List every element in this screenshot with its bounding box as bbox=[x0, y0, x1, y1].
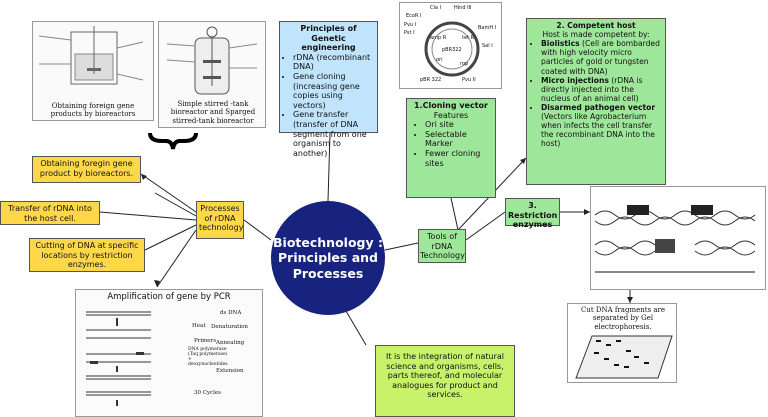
pcr-label-dsdna: ds DNA bbox=[220, 310, 242, 316]
tools-of-rdna-technology: Tools of rDNA Technology bbox=[418, 229, 466, 263]
plasmid-image: Cla I Hind III EcoR I Pvu I Pst I BamH I… bbox=[399, 2, 502, 89]
bioreactor-diagram-1 bbox=[38, 26, 144, 85]
central-topic: Biotechnology : Principles and Processes bbox=[271, 201, 385, 315]
competent-host-item: Biolistics (Cell are bombarded with high… bbox=[541, 39, 661, 75]
cloning-vector-subtitle: Features bbox=[433, 110, 469, 120]
competent-host-title: 2. Competent host bbox=[556, 21, 636, 30]
plasmid-label: rop bbox=[460, 61, 469, 67]
restriction-diagram bbox=[594, 205, 756, 273]
process-bioreactors: Obtaining foregin gene product by biorea… bbox=[32, 156, 141, 183]
principle-item: Gene cloning (increasing gene copies usi… bbox=[293, 72, 374, 110]
gel-electrophoresis-image: Cut DNA fragments are separated by Gel e… bbox=[567, 303, 677, 383]
cloning-vector-item: Ori site bbox=[425, 120, 491, 130]
plasmid-label: Hind III bbox=[454, 5, 472, 11]
pcr-label-denaturation: Denaturation bbox=[211, 324, 248, 330]
competent-host-box: 2. Competent host Host is made competent… bbox=[526, 18, 666, 185]
plasmid-label: tet R bbox=[462, 35, 475, 41]
pcr-label-polymerase: DNA polymerase (Taq polymerase) + deoxyn… bbox=[188, 347, 228, 367]
plasmid-label: Pvu I bbox=[404, 22, 417, 28]
pcr-image: Amplification of gene by PCR ds DNA Dena… bbox=[75, 289, 263, 417]
plasmid-label: ori bbox=[436, 57, 443, 63]
pcr-label-annealing: Annealing bbox=[216, 340, 245, 346]
restriction-image bbox=[590, 186, 766, 290]
principles-box: Principles of Genetic engineering rDNA (… bbox=[279, 21, 378, 158]
competent-host-intro: Host is made competent by: bbox=[542, 30, 650, 40]
principle-item: Gene transfer (transfer of DNA segment f… bbox=[293, 110, 374, 158]
cloning-vector-item: Fewer cloning sites bbox=[425, 149, 491, 168]
gel-diagram bbox=[575, 335, 673, 379]
plasmid-label: Cla I bbox=[430, 5, 442, 11]
plasmid-label: pBR 322 bbox=[420, 77, 442, 83]
plasmid-label: Pvu II bbox=[462, 77, 476, 83]
principles-title: Principles of Genetic engineering bbox=[300, 24, 357, 53]
competent-host-item: Micro injections (rDNA is directly injec… bbox=[541, 76, 661, 103]
plasmid-label: Sal I bbox=[482, 43, 493, 49]
plasmid-label: pBR322 bbox=[442, 47, 462, 53]
cloning-vector-box: 1.Cloning vector Features Ori site Selec… bbox=[406, 98, 496, 198]
bioreactor-image-1: Obtaining foreign gene products by biore… bbox=[32, 21, 154, 121]
pcr-diagram bbox=[86, 311, 151, 406]
bioreactor-diagram-2 bbox=[166, 26, 258, 95]
gel-caption: Cut DNA fragments are separated by Gel e… bbox=[580, 306, 666, 331]
cloning-vector-title: 1.Cloning vector bbox=[413, 101, 488, 110]
pcr-label-primers: Primers bbox=[194, 338, 217, 344]
plasmid-label: amp R bbox=[430, 35, 447, 41]
processes-of-rdna-technology: Processes of rDNA technology bbox=[196, 201, 244, 239]
pcr-title: Amplification of gene by PCR bbox=[107, 292, 231, 302]
process-cutting-dna: Cutting of DNA at specific locations by … bbox=[29, 238, 145, 272]
bioreactor-caption-left: Obtaining foreign gene products by biore… bbox=[50, 102, 136, 119]
pcr-label-extension: Extension bbox=[216, 368, 244, 374]
cloning-vector-item: Selectable Marker bbox=[425, 130, 491, 149]
bioreactor-caption-right: Simple stirred -tank bioreactor and Spar… bbox=[170, 100, 256, 125]
competent-host-item: Disarmed pathogen vector (Vectors like A… bbox=[541, 103, 661, 149]
bioreactor-image-2: Simple stirred -tank bioreactor and Spar… bbox=[158, 21, 266, 128]
pcr-label-cycles: 30 Cycles bbox=[194, 390, 221, 396]
plasmid-label: EcoR I bbox=[406, 13, 422, 19]
pcr-label-heat: Heat bbox=[192, 323, 206, 329]
definition-box: It is the integration of natural science… bbox=[375, 345, 515, 417]
process-transfer-rdna: Transfer of rDNA into the host cell. bbox=[0, 201, 100, 225]
plasmid-label: BamH I bbox=[478, 25, 497, 31]
restriction-enzymes-box: 3. Restriction enzymes bbox=[505, 198, 560, 229]
plasmid-label: Pst I bbox=[404, 30, 415, 36]
plasmid-diagram bbox=[424, 21, 480, 77]
principle-item: rDNA (recombinant DNA) bbox=[293, 53, 374, 72]
